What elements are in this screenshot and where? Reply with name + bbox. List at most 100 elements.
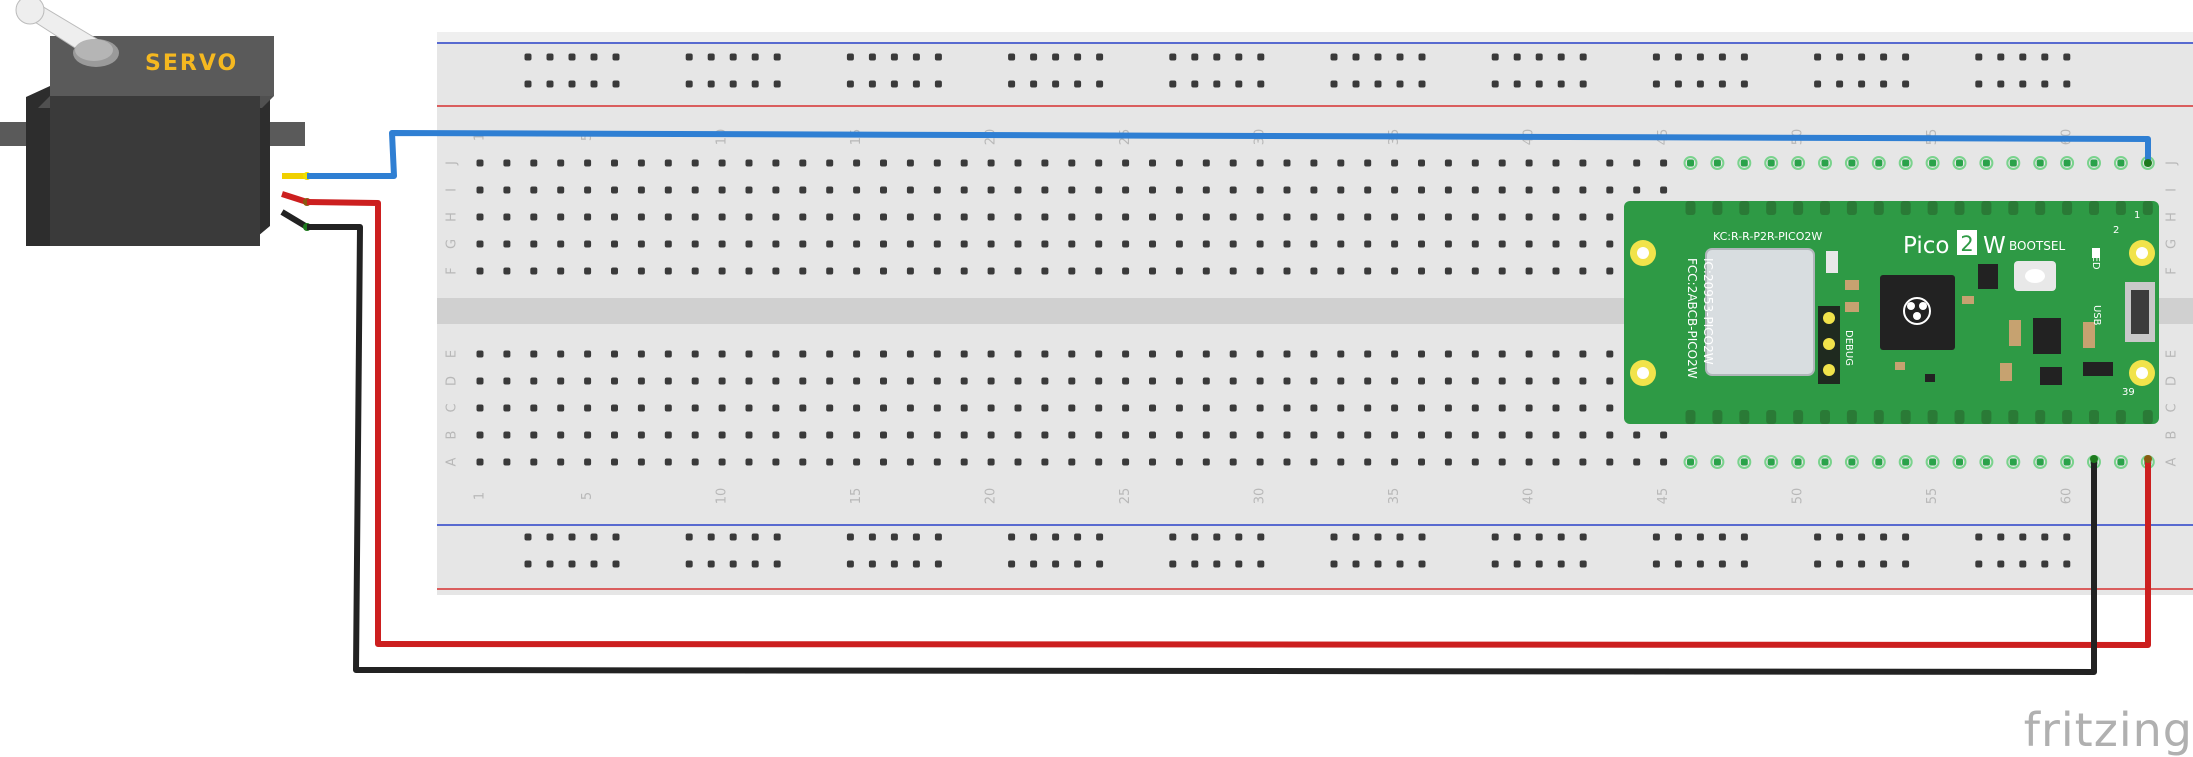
breadboard-hole: [1364, 240, 1372, 248]
rail-hole: [1858, 533, 1866, 541]
breadboard-hole: [1713, 159, 1721, 167]
breadboard-hole: [691, 159, 699, 167]
breadboard-hole: [1149, 240, 1156, 248]
servo-motor[interactable]: SERVO: [0, 0, 311, 246]
breadboard-hole: [1687, 458, 1694, 466]
row-label-right: D: [2165, 376, 2180, 386]
breadboard-hole: [637, 350, 645, 358]
rail-hole: [612, 533, 620, 541]
pin-1-label: 1: [2134, 210, 2140, 221]
breadboard-hole: [772, 240, 780, 248]
fritzing-logo: fritzing: [2023, 703, 2193, 757]
breadboard-hole: [960, 213, 968, 221]
breadboard-hole: [1525, 240, 1533, 248]
rail-hole: [1030, 80, 1038, 88]
rail-hole: [1557, 53, 1565, 61]
breadboard-hole: [2036, 458, 2044, 466]
breadboard-hole: [1175, 404, 1183, 412]
breadboard-hole: [1068, 267, 1076, 275]
black-ground-wire[interactable]: [307, 224, 2097, 675]
rail-hole: [707, 560, 715, 568]
breadboard-hole: [1391, 240, 1399, 248]
rail-hole: [1718, 533, 1726, 541]
rail-hole: [2041, 533, 2049, 541]
breadboard-hole: [1418, 240, 1425, 248]
rail-hole: [1491, 533, 1499, 541]
red-power-wire[interactable]: [306, 199, 2151, 648]
rail-hole: [1740, 533, 1748, 541]
breadboard-hole: [1149, 404, 1156, 412]
pico-2w-board[interactable]: KC:R-R-P2R-PICO2W FCC:2ABCB-PICO2W IC:20…: [1624, 201, 2159, 424]
breadboard-hole: [987, 377, 995, 385]
breadboard-hole: [1552, 240, 1560, 248]
breadboard-hole: [1633, 186, 1641, 194]
servo-horn[interactable]: [15, 0, 119, 67]
rail-hole: [2041, 53, 2049, 61]
rail-hole: [1814, 80, 1822, 88]
breadboard-hole: [2090, 159, 2098, 167]
rail-hole: [1674, 560, 1682, 568]
breadboard-hole: [1095, 213, 1103, 221]
breadboard-hole: [1364, 267, 1372, 275]
rail-hole: [1235, 80, 1243, 88]
breadboard-hole: [1418, 350, 1425, 358]
column-number-bottom: 40: [1522, 488, 1537, 505]
rail-hole: [751, 533, 759, 541]
rail-hole: [590, 53, 598, 61]
breadboard-hole: [503, 377, 511, 385]
rail-hole: [1352, 53, 1360, 61]
rail-hole: [546, 53, 554, 61]
power-chip: [2033, 318, 2061, 354]
breadboard-hole: [1444, 240, 1452, 248]
breadboard-hole: [637, 159, 645, 167]
breadboard-hole: [584, 377, 592, 385]
rail-hole: [685, 533, 693, 541]
rail-hole: [1096, 533, 1104, 541]
pico-pin-pad-top: [1685, 201, 1696, 215]
breadboard-hole: [1014, 240, 1022, 248]
breadboard-hole: [1579, 350, 1587, 358]
row-label-left: B: [445, 431, 460, 440]
rail-hole: [2019, 53, 2027, 61]
rail-hole: [1030, 53, 1038, 61]
breadboard-hole: [1122, 404, 1130, 412]
rail-hole: [1330, 560, 1338, 568]
rail-hole: [1997, 80, 2005, 88]
rail-hole: [1330, 80, 1338, 88]
breadboard-hole: [503, 431, 511, 439]
breadboard-hole: [933, 404, 941, 412]
breadboard-hole: [718, 240, 726, 248]
breadboard-hole: [1471, 240, 1479, 248]
column-number-bottom: 20: [984, 488, 999, 505]
breadboard-hole: [880, 404, 887, 412]
column-number-bottom: 60: [2060, 488, 2075, 505]
debug-label: DEBUG: [1843, 330, 1854, 366]
breadboard-hole: [745, 404, 753, 412]
breadboard-hole: [664, 350, 672, 358]
blue-signal-wire[interactable]: [307, 130, 2151, 179]
breadboard-hole: [1256, 267, 1264, 275]
breadboard-hole: [718, 159, 726, 167]
breadboard-hole: [1767, 458, 1775, 466]
breadboard-hole: [1902, 458, 1910, 466]
rail-hole: [1880, 533, 1888, 541]
rail-hole: [2041, 80, 2049, 88]
rail-hole: [1696, 533, 1704, 541]
rail-hole: [846, 53, 854, 61]
rail-hole: [912, 80, 920, 88]
breadboard-hole: [1552, 159, 1560, 167]
breadboard-hole: [1687, 159, 1694, 167]
breadboard-hole: [1525, 377, 1533, 385]
breadboard-hole: [1337, 431, 1345, 439]
breadboard-hole: [1122, 159, 1130, 167]
row-label-left: A: [445, 457, 460, 466]
breadboard-hole: [1283, 431, 1291, 439]
breadboard-hole: [1391, 458, 1399, 466]
breadboard-hole: [611, 377, 618, 385]
breadboard-hole: [503, 458, 511, 466]
rail-hole: [1374, 53, 1382, 61]
pico-pin-pad-bottom: [2089, 410, 2099, 424]
breadboard-hole: [799, 240, 807, 248]
breadboard-hole: [1175, 458, 1183, 466]
